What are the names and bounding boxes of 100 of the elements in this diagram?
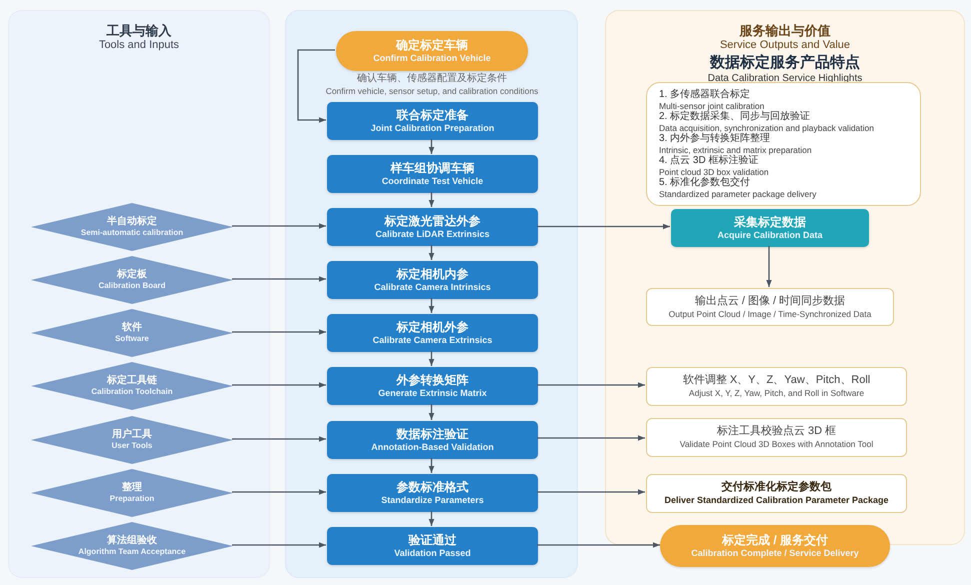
arrow — [297, 49, 335, 123]
highlight-item: 4. 点云 3D 框标注验证 — [659, 154, 758, 167]
output-title: 软件调整 X、Y、Z、Yaw、Pitch、Roll — [682, 374, 870, 388]
input-title: 标定工具链 — [107, 374, 157, 388]
output-card — [646, 474, 907, 513]
step-subtitle: Generate Extrinsic Matrix — [378, 388, 487, 400]
output-subtitle: Adjust X, Y, Z, Yaw, Pitch, and Roll in Software — [688, 388, 864, 399]
process-box — [327, 261, 538, 299]
process-box — [327, 474, 538, 512]
panel-background — [8, 10, 270, 578]
output-card — [646, 367, 907, 406]
output-title: 标注工具校验点云 3D 框 — [716, 425, 836, 440]
input-title: 整理 — [122, 482, 142, 494]
step-title: 标定激光雷达外参 — [384, 214, 480, 229]
step-subtitle: Standardize Parameters — [381, 494, 484, 506]
input-subtitle: Preparation — [110, 494, 154, 504]
arrow — [766, 246, 772, 287]
step-subtitle: Joint Calibration Preparation — [370, 122, 494, 134]
arrow — [232, 223, 326, 229]
input-title: 半自动标定 — [107, 216, 157, 228]
step-subtitle: Calibrate Camera Extrinsics — [372, 334, 492, 346]
process-box — [327, 155, 538, 193]
decision-diamond — [31, 256, 233, 304]
decision-diamond — [31, 362, 233, 410]
step-subtitle: Validation Passed — [394, 548, 471, 560]
input-title: 用户工具 — [112, 428, 152, 442]
output-subtitle: Deliver Standardized Calibration Parameter Package — [664, 494, 889, 506]
output-card — [646, 288, 894, 326]
panel-background — [605, 10, 965, 545]
input-title: 软件 — [122, 322, 142, 334]
arrow — [428, 351, 434, 366]
process-box — [327, 208, 538, 246]
step-title: 样车组协调车辆 — [390, 160, 474, 176]
input-subtitle: Calibration Toolchain — [91, 387, 173, 398]
input-subtitle: Semi-automatic calibration — [80, 228, 184, 238]
panel-heading: 数据标定服务产品特点 — [710, 53, 860, 73]
output-title: 交付标准化标定参数包 — [722, 481, 832, 495]
output-card — [646, 418, 907, 457]
arrow — [232, 489, 326, 495]
input-subtitle: Calibration Board — [98, 281, 166, 292]
process-box — [327, 421, 538, 459]
panel-background — [285, 10, 578, 578]
decision-diamond — [31, 416, 233, 464]
highlight-detail: Data acquisition, synchronization and playback validation — [659, 123, 874, 134]
arrow — [428, 404, 434, 420]
highlight-item: 3. 内外参与转换矩阵整理 — [659, 133, 770, 145]
panel-heading: Tools and Inputs — [98, 39, 180, 53]
arrow — [537, 489, 645, 495]
step-title: 外参转换矩阵 — [396, 372, 468, 388]
arrow — [428, 245, 434, 260]
arrow — [537, 224, 670, 230]
step-note: 确认车辆、传感器配置及标定条件 — [357, 73, 507, 86]
panel-heading: 工具与输入 — [106, 23, 172, 40]
terminal-pill — [660, 525, 890, 567]
arrow — [232, 382, 326, 388]
process-box — [327, 367, 538, 405]
highlights-card — [646, 82, 921, 206]
panel-heading: Service Outputs and Value — [720, 39, 850, 53]
terminal-pill — [336, 31, 528, 71]
step-title: 验证通过 — [408, 532, 456, 548]
arrow — [428, 192, 434, 207]
step-note: Confirm vehicle, sensor setup, and calibration conditions — [326, 86, 538, 96]
highlight-item: 1. 多传感器联合标定 — [659, 89, 750, 102]
step-title: 标定相机内参 — [396, 266, 468, 282]
step-subtitle: Calibrate LiDAR Extrinsics — [375, 228, 490, 240]
step-subtitle: Calibration Complete / Service Delivery — [691, 548, 859, 560]
input-subtitle: User Tools — [112, 441, 152, 452]
arrow — [428, 511, 434, 526]
step-subtitle: Acquire Calibration Data — [717, 230, 823, 242]
step-title: 确定标定车辆 — [396, 38, 468, 53]
input-title: 标定板 — [117, 268, 147, 282]
highlight-item: 2. 标定数据采集、同步与回放验证 — [659, 111, 810, 124]
step-title: 标定完成 / 服务交付 — [722, 532, 828, 548]
process-box — [327, 102, 538, 140]
step-subtitle: Calibrate Camera Intrinsics — [374, 282, 491, 294]
highlight-detail: Intrinsic, extrinsic and matrix preparation — [659, 144, 812, 155]
step-title: 联合标定准备 — [396, 108, 468, 123]
decision-diamond — [31, 203, 233, 251]
arrow — [232, 276, 326, 282]
arrow — [232, 436, 326, 442]
decision-diamond — [31, 309, 233, 357]
step-title: 采集标定数据 — [734, 214, 806, 230]
arrow — [428, 298, 434, 313]
arrow — [232, 329, 326, 335]
decision-diamond — [31, 469, 233, 517]
process-box — [327, 527, 538, 565]
input-title: 算法组验收 — [107, 534, 157, 548]
step-subtitle: Coordinate Test Vehicle — [382, 176, 484, 188]
arrow — [537, 435, 645, 441]
highlight-detail: Standardized parameter package delivery — [659, 188, 816, 199]
step-title: 参数标准格式 — [396, 480, 468, 495]
highlight-detail: Point cloud 3D box validation — [659, 166, 769, 177]
step-title: 标定相机外参 — [396, 320, 468, 335]
panel-heading: Data Calibration Service Highlights — [708, 73, 862, 86]
highlight-item: 5. 标准化参数包交付 — [659, 176, 750, 189]
arrow — [232, 542, 326, 548]
arrow — [537, 542, 660, 548]
highlight-detail: Multi-sensor joint calibration — [659, 101, 764, 112]
step-title: 数据标注验证 — [396, 426, 468, 442]
step-subtitle: Confirm Calibration Vehicle — [373, 52, 491, 64]
